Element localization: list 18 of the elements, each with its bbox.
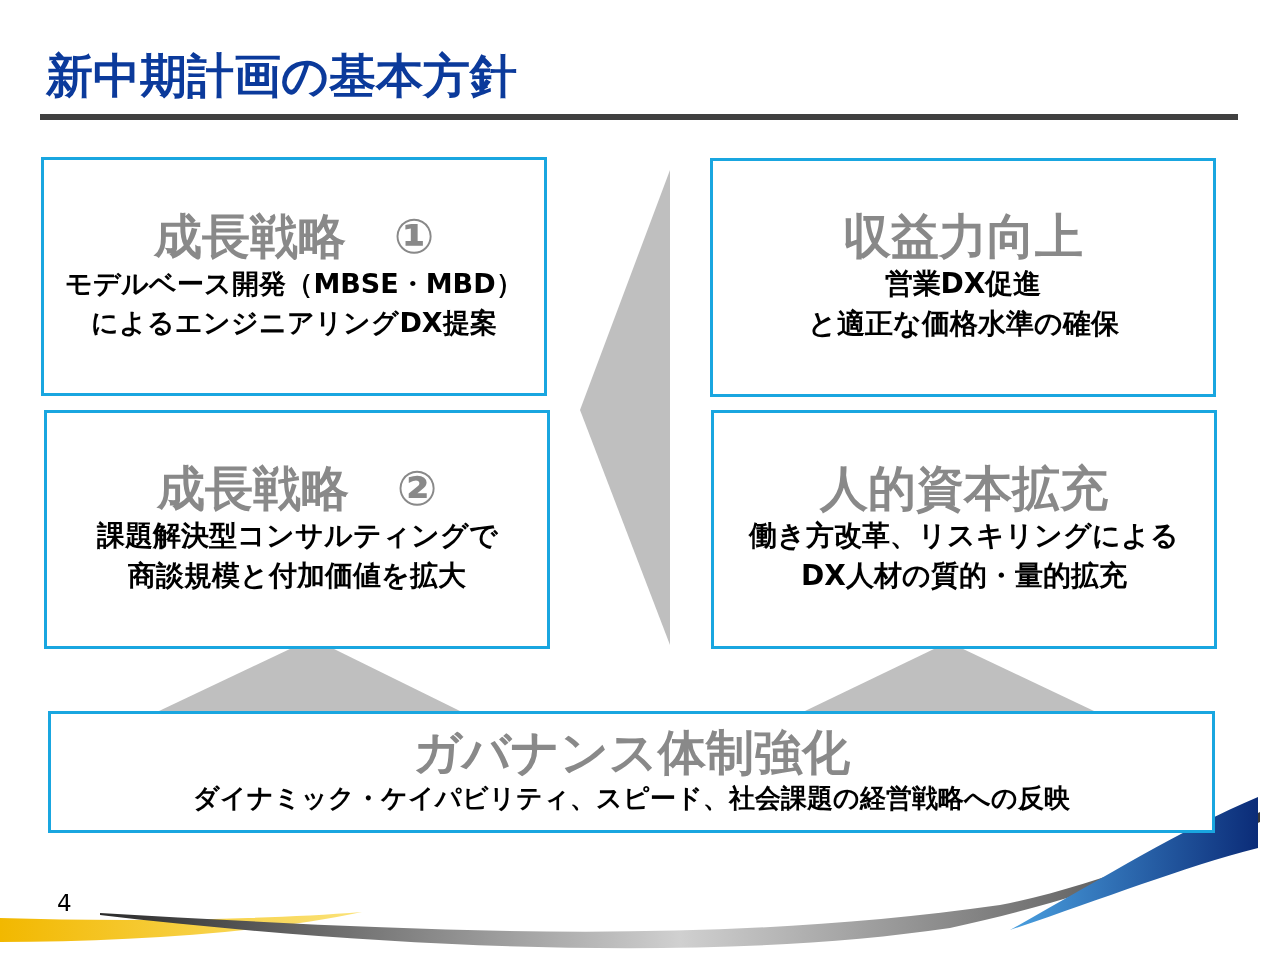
panel-text: ダイナミック・ケイパビリティ、スピード、社会課題の経営戦略への反映 xyxy=(193,782,1070,816)
policy-panel xyxy=(44,410,550,649)
panel-text: 課題解決型コンサルティングで商談規模と付加価値を拡大 xyxy=(96,517,498,595)
panel-heading: 人的資本拡充 xyxy=(820,462,1108,516)
panel-heading: 成長戦略 ② xyxy=(156,462,438,516)
page-number: 4 xyxy=(57,890,72,917)
policy-panel xyxy=(41,157,547,396)
policy-panel xyxy=(711,410,1217,649)
panel-heading: 成長戦略 ① xyxy=(153,210,435,265)
policy-panel xyxy=(48,711,1215,833)
policy-panel xyxy=(710,158,1216,397)
panel-text: モデルベース開発（MBSE・MBD）によるエンジニアリングDX提案 xyxy=(65,267,523,341)
panel-heading: ガバナンス体制強化 xyxy=(413,726,850,781)
panel-text: 働き方改革、リスキリングによるDX人材の質的・量的拡充 xyxy=(749,517,1179,595)
page-title: 新中期計画の基本方針 xyxy=(46,48,517,105)
panel-text: 営業DX促進と適正な価格水準の確保 xyxy=(807,265,1119,343)
panel-heading: 収益力向上 xyxy=(843,210,1083,264)
pointer-triangle xyxy=(580,170,670,645)
